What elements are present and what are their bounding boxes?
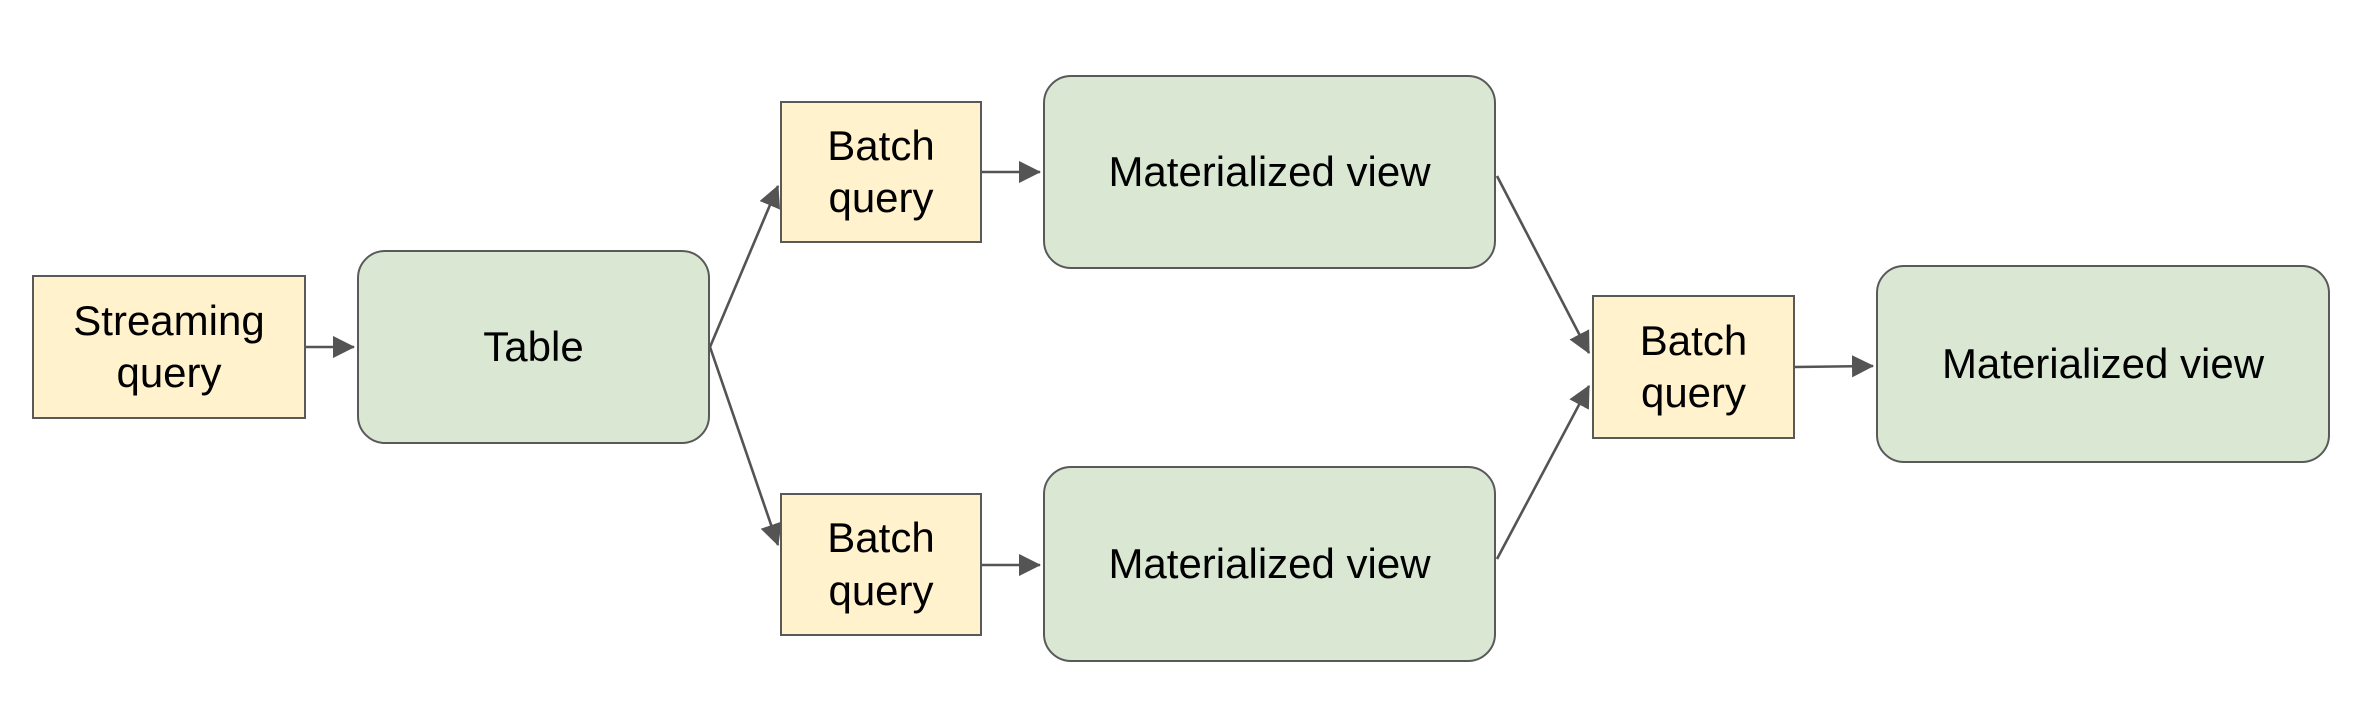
node-batch-query-right[interactable]: Batch query — [1592, 295, 1795, 439]
node-batch-query-bottom[interactable]: Batch query — [780, 493, 982, 636]
node-batch-query-top[interactable]: Batch query — [780, 101, 982, 243]
node-materialized-view-top[interactable]: Materialized view — [1043, 75, 1496, 269]
edge-mv-bottom-to-batch-right — [1495, 385, 1591, 560]
node-batch-query-right-label: Batch query — [1639, 316, 1748, 417]
node-materialized-view-top-label: Materialized view — [1108, 147, 1431, 195]
edge-batch-right-to-mv-right — [1794, 355, 1875, 378]
edge-table-to-batch-bottom — [708, 346, 782, 547]
node-table-label: Table — [483, 322, 584, 370]
node-materialized-view-bottom-label: Materialized view — [1108, 539, 1431, 587]
node-materialized-view-bottom[interactable]: Materialized view — [1043, 466, 1496, 662]
node-streaming-query-label: Streaming query — [73, 296, 265, 397]
node-batch-query-bottom-label: Batch query — [827, 514, 935, 614]
edge-table-to-batch-top — [708, 184, 781, 348]
node-materialized-view-right-label: Materialized view — [1941, 339, 2265, 387]
node-streaming-query[interactable]: Streaming query — [32, 275, 306, 419]
node-batch-query-top-label: Batch query — [827, 121, 935, 222]
edge-mv-top-to-batch-right — [1495, 175, 1591, 354]
node-table[interactable]: Table — [357, 250, 710, 444]
node-materialized-view-right[interactable]: Materialized view — [1876, 265, 2330, 463]
